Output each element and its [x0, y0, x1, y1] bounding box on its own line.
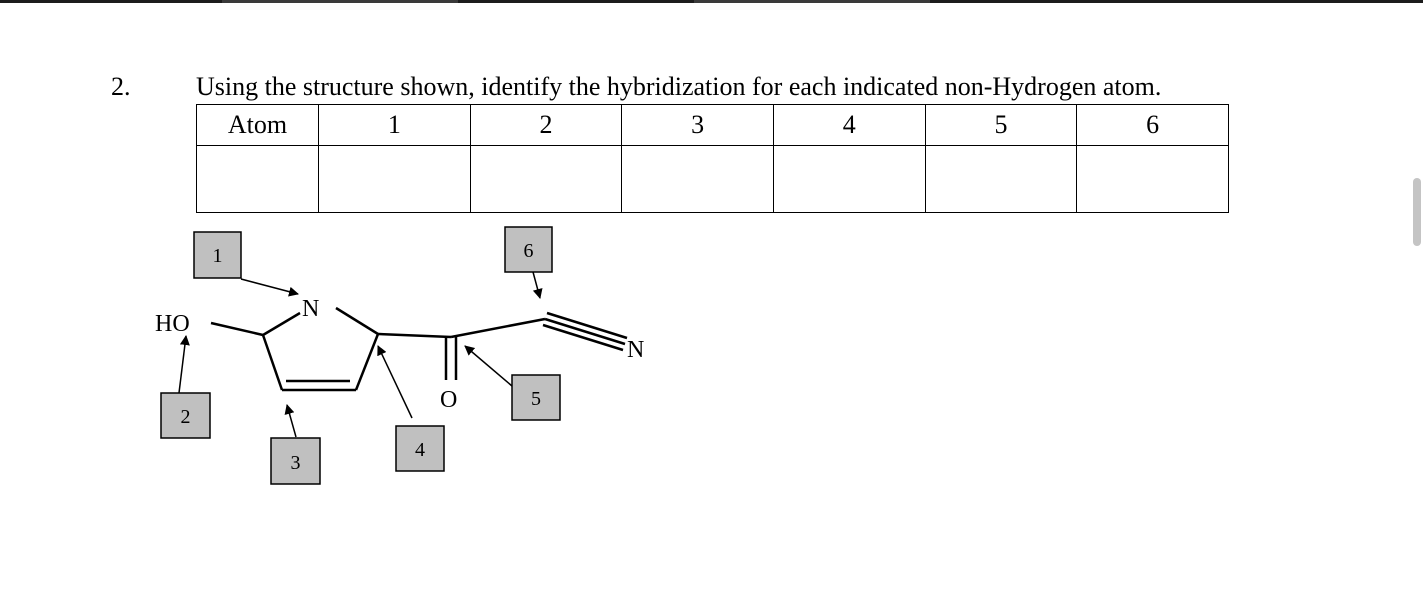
answer-row	[196, 145, 1229, 213]
answer-cell[interactable]	[1076, 145, 1229, 213]
question-number: 2.	[111, 72, 131, 101]
toolbar-segment	[694, 0, 930, 3]
ring-nitrogen-label: N	[302, 296, 319, 322]
column-header: 3	[621, 104, 774, 146]
callout-1: 1	[193, 231, 242, 279]
bond-ho-c	[210, 321, 264, 337]
arrow-4	[377, 345, 413, 419]
row-label-cell	[196, 145, 319, 213]
callout-5: 5	[511, 374, 561, 421]
answer-cell[interactable]	[318, 145, 471, 213]
arrow-6	[532, 271, 543, 299]
bond-c-n	[262, 311, 301, 337]
bond-triple	[546, 311, 628, 340]
toolbar-segment	[222, 0, 458, 3]
nitrile-nitrogen-label: N	[627, 337, 644, 363]
callout-boxes: 1 2 3 4 5 6	[160, 226, 561, 485]
callout-6: 6	[504, 226, 553, 273]
pointer-arrows	[178, 271, 543, 438]
top-toolbar-edge	[0, 0, 1423, 3]
svg-text:4: 4	[415, 439, 425, 461]
bond-n-c	[335, 306, 379, 336]
callout-3: 3	[270, 437, 321, 485]
bond-triple	[544, 317, 626, 346]
svg-text:5: 5	[531, 388, 541, 410]
atom-header: Atom	[196, 104, 319, 146]
arrow-1	[240, 278, 299, 297]
carbonyl-oxygen-label: O	[440, 387, 457, 413]
bond-ring	[354, 333, 380, 391]
arrow-3	[284, 404, 297, 438]
column-header: 6	[1076, 104, 1229, 146]
answer-cell[interactable]	[621, 145, 774, 213]
column-header: 2	[469, 104, 623, 146]
callout-4: 4	[395, 425, 445, 472]
svg-text:3: 3	[291, 452, 301, 474]
question-text: Using the structure shown, identify the …	[196, 72, 1162, 101]
svg-text:2: 2	[181, 406, 191, 428]
arrow-2	[178, 335, 190, 394]
table-header-row: Atom 1 2 3 4 5 6	[196, 104, 1229, 146]
arrow-5	[464, 345, 513, 387]
callout-2: 2	[160, 392, 211, 439]
bond-carbonyl-nitrile	[450, 317, 546, 339]
answer-cell[interactable]	[469, 145, 623, 213]
ho-label: HO	[155, 311, 190, 337]
hybridization-table: Atom 1 2 3 4 5 6	[196, 104, 1229, 213]
bond-ring-carbonyl	[377, 332, 452, 339]
answer-cell[interactable]	[772, 145, 926, 213]
svg-text:1: 1	[213, 245, 223, 267]
vertical-scrollbar[interactable]	[1413, 178, 1421, 246]
skeletal-bonds	[210, 306, 628, 392]
atom-labels: HO N O N	[155, 296, 644, 413]
svg-text:6: 6	[524, 240, 534, 262]
column-header: 4	[772, 104, 926, 146]
answer-cell[interactable]	[924, 145, 1078, 213]
bond-triple	[542, 323, 624, 352]
bond-ring	[261, 334, 284, 391]
